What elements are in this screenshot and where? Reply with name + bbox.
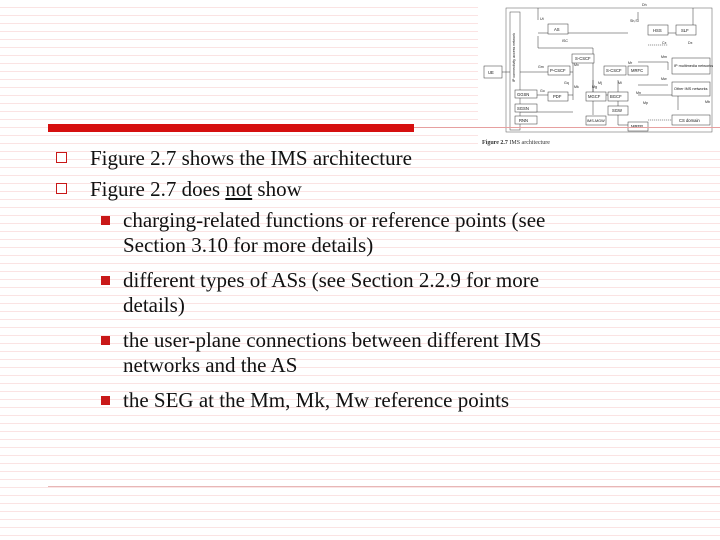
- sub-bullet-line: charging-related functions or reference …: [123, 208, 546, 232]
- node-sgw: SGW: [612, 108, 622, 113]
- node-rnn: RNN: [519, 118, 528, 123]
- bullet-item: Figure 2.7 shows the IMS architecture: [56, 146, 676, 171]
- slide-content: Figure 2.7 shows the IMS architecture Fi…: [56, 146, 676, 423]
- figure-caption-text: IMS architecture: [509, 140, 550, 146]
- ims-architecture-figure: UE GGSN SGSN RNN AS HSS SLF S-CSCF P-CSC…: [478, 0, 720, 150]
- ref-mx: Mx: [574, 63, 579, 67]
- ref-isc: ISC: [562, 39, 568, 43]
- ref-mk: Mk: [574, 85, 579, 89]
- ref-mn: Mn: [636, 91, 641, 95]
- hollow-square-bullet-icon: [56, 152, 67, 163]
- ref-mr: Mr: [628, 61, 633, 65]
- bullet-text-underlined: not: [225, 177, 253, 201]
- node-ggsn: GGSN: [517, 92, 529, 97]
- footer-rule-line: [48, 486, 720, 487]
- ref-mg: Mg: [592, 85, 597, 89]
- node-scscf-2: S-CSCF: [606, 68, 622, 73]
- bullet-item: Figure 2.7 does not show: [56, 177, 676, 202]
- sub-bullet-item: the user-plane connections between diffe…: [56, 328, 676, 378]
- node-other-ims-networks: Other IMS networks: [674, 87, 708, 91]
- sub-bullet-line: different types of ASs (see Section 2.2.…: [123, 268, 540, 292]
- sub-bullet-line: the user-plane connections between diffe…: [123, 328, 542, 352]
- ref-cx: Cx: [662, 41, 667, 45]
- ref-dx: Dx: [688, 41, 693, 45]
- node-hss: HSS: [653, 28, 662, 33]
- sub-bullet-item: different types of ASs (see Section 2.2.…: [56, 268, 676, 318]
- ref-mm: Mm: [661, 55, 667, 59]
- ref-go: Go: [540, 89, 545, 93]
- node-sgsn: SGSN: [517, 106, 529, 111]
- ip-connectivity-access-network-label: IP connectivity access network: [512, 33, 516, 82]
- sub-bullet-line: networks and the AS: [123, 353, 298, 377]
- bullet-text-part: Figure 2.7 does: [90, 177, 226, 201]
- node-scscf-1: S-CSCF: [575, 56, 591, 61]
- title-accent-bar: [48, 124, 414, 132]
- sub-bullet-line: Section 3.10 for more details): [123, 233, 374, 257]
- ref-gq: Gq: [564, 81, 569, 85]
- node-cs-domain: CS domain: [679, 118, 700, 123]
- node-ip-multimedia-networks: IP multimedia networks: [674, 64, 713, 68]
- filled-square-bullet-icon: [101, 216, 110, 225]
- node-pcscf: P-CSCF: [550, 68, 566, 73]
- ref-dh: Dh: [642, 3, 647, 7]
- node-pdf: PDF: [553, 94, 562, 99]
- sub-bullet-item: charging-related functions or reference …: [56, 208, 676, 258]
- ref-mi: Mi: [618, 81, 622, 85]
- node-slf: SLF: [681, 28, 689, 33]
- sub-bullet-line: details): [123, 293, 185, 317]
- hollow-square-bullet-icon: [56, 183, 67, 194]
- node-ims-mgw: IMS-MGW: [587, 119, 605, 123]
- sub-bullet-item: the SEG at the Mm, Mk, Mw reference poin…: [56, 388, 676, 413]
- filled-square-bullet-icon: [101, 396, 110, 405]
- ref-mj: Mj: [598, 81, 602, 85]
- ref-ut: Ut: [540, 17, 544, 21]
- node-bgcf: BGCF: [610, 94, 622, 99]
- node-mrfp: MRFP: [631, 124, 643, 129]
- ref-mb: Mb: [705, 100, 710, 104]
- ref-gm: Gm: [538, 65, 544, 69]
- bullet-text: Figure 2.7 shows the IMS architecture: [90, 146, 412, 170]
- node-as: AS: [554, 27, 560, 32]
- ref-mp: Mp: [643, 101, 648, 105]
- figure-caption: Figure 2.7 IMS architecture: [482, 140, 550, 146]
- node-ue: UE: [488, 70, 494, 75]
- filled-square-bullet-icon: [101, 276, 110, 285]
- node-mgcf: MGCF: [588, 94, 601, 99]
- title-rule-line: [414, 127, 720, 128]
- ref-mw: Mw: [661, 77, 667, 81]
- sub-bullet-line: the SEG at the Mm, Mk, Mw reference poin…: [123, 388, 510, 412]
- filled-square-bullet-icon: [101, 336, 110, 345]
- figure-caption-label: Figure 2.7: [482, 140, 508, 146]
- ref-sh-si: Sh,Si: [630, 19, 639, 23]
- node-mrfc: MRFC: [631, 68, 643, 73]
- bullet-text-part: show: [252, 177, 302, 201]
